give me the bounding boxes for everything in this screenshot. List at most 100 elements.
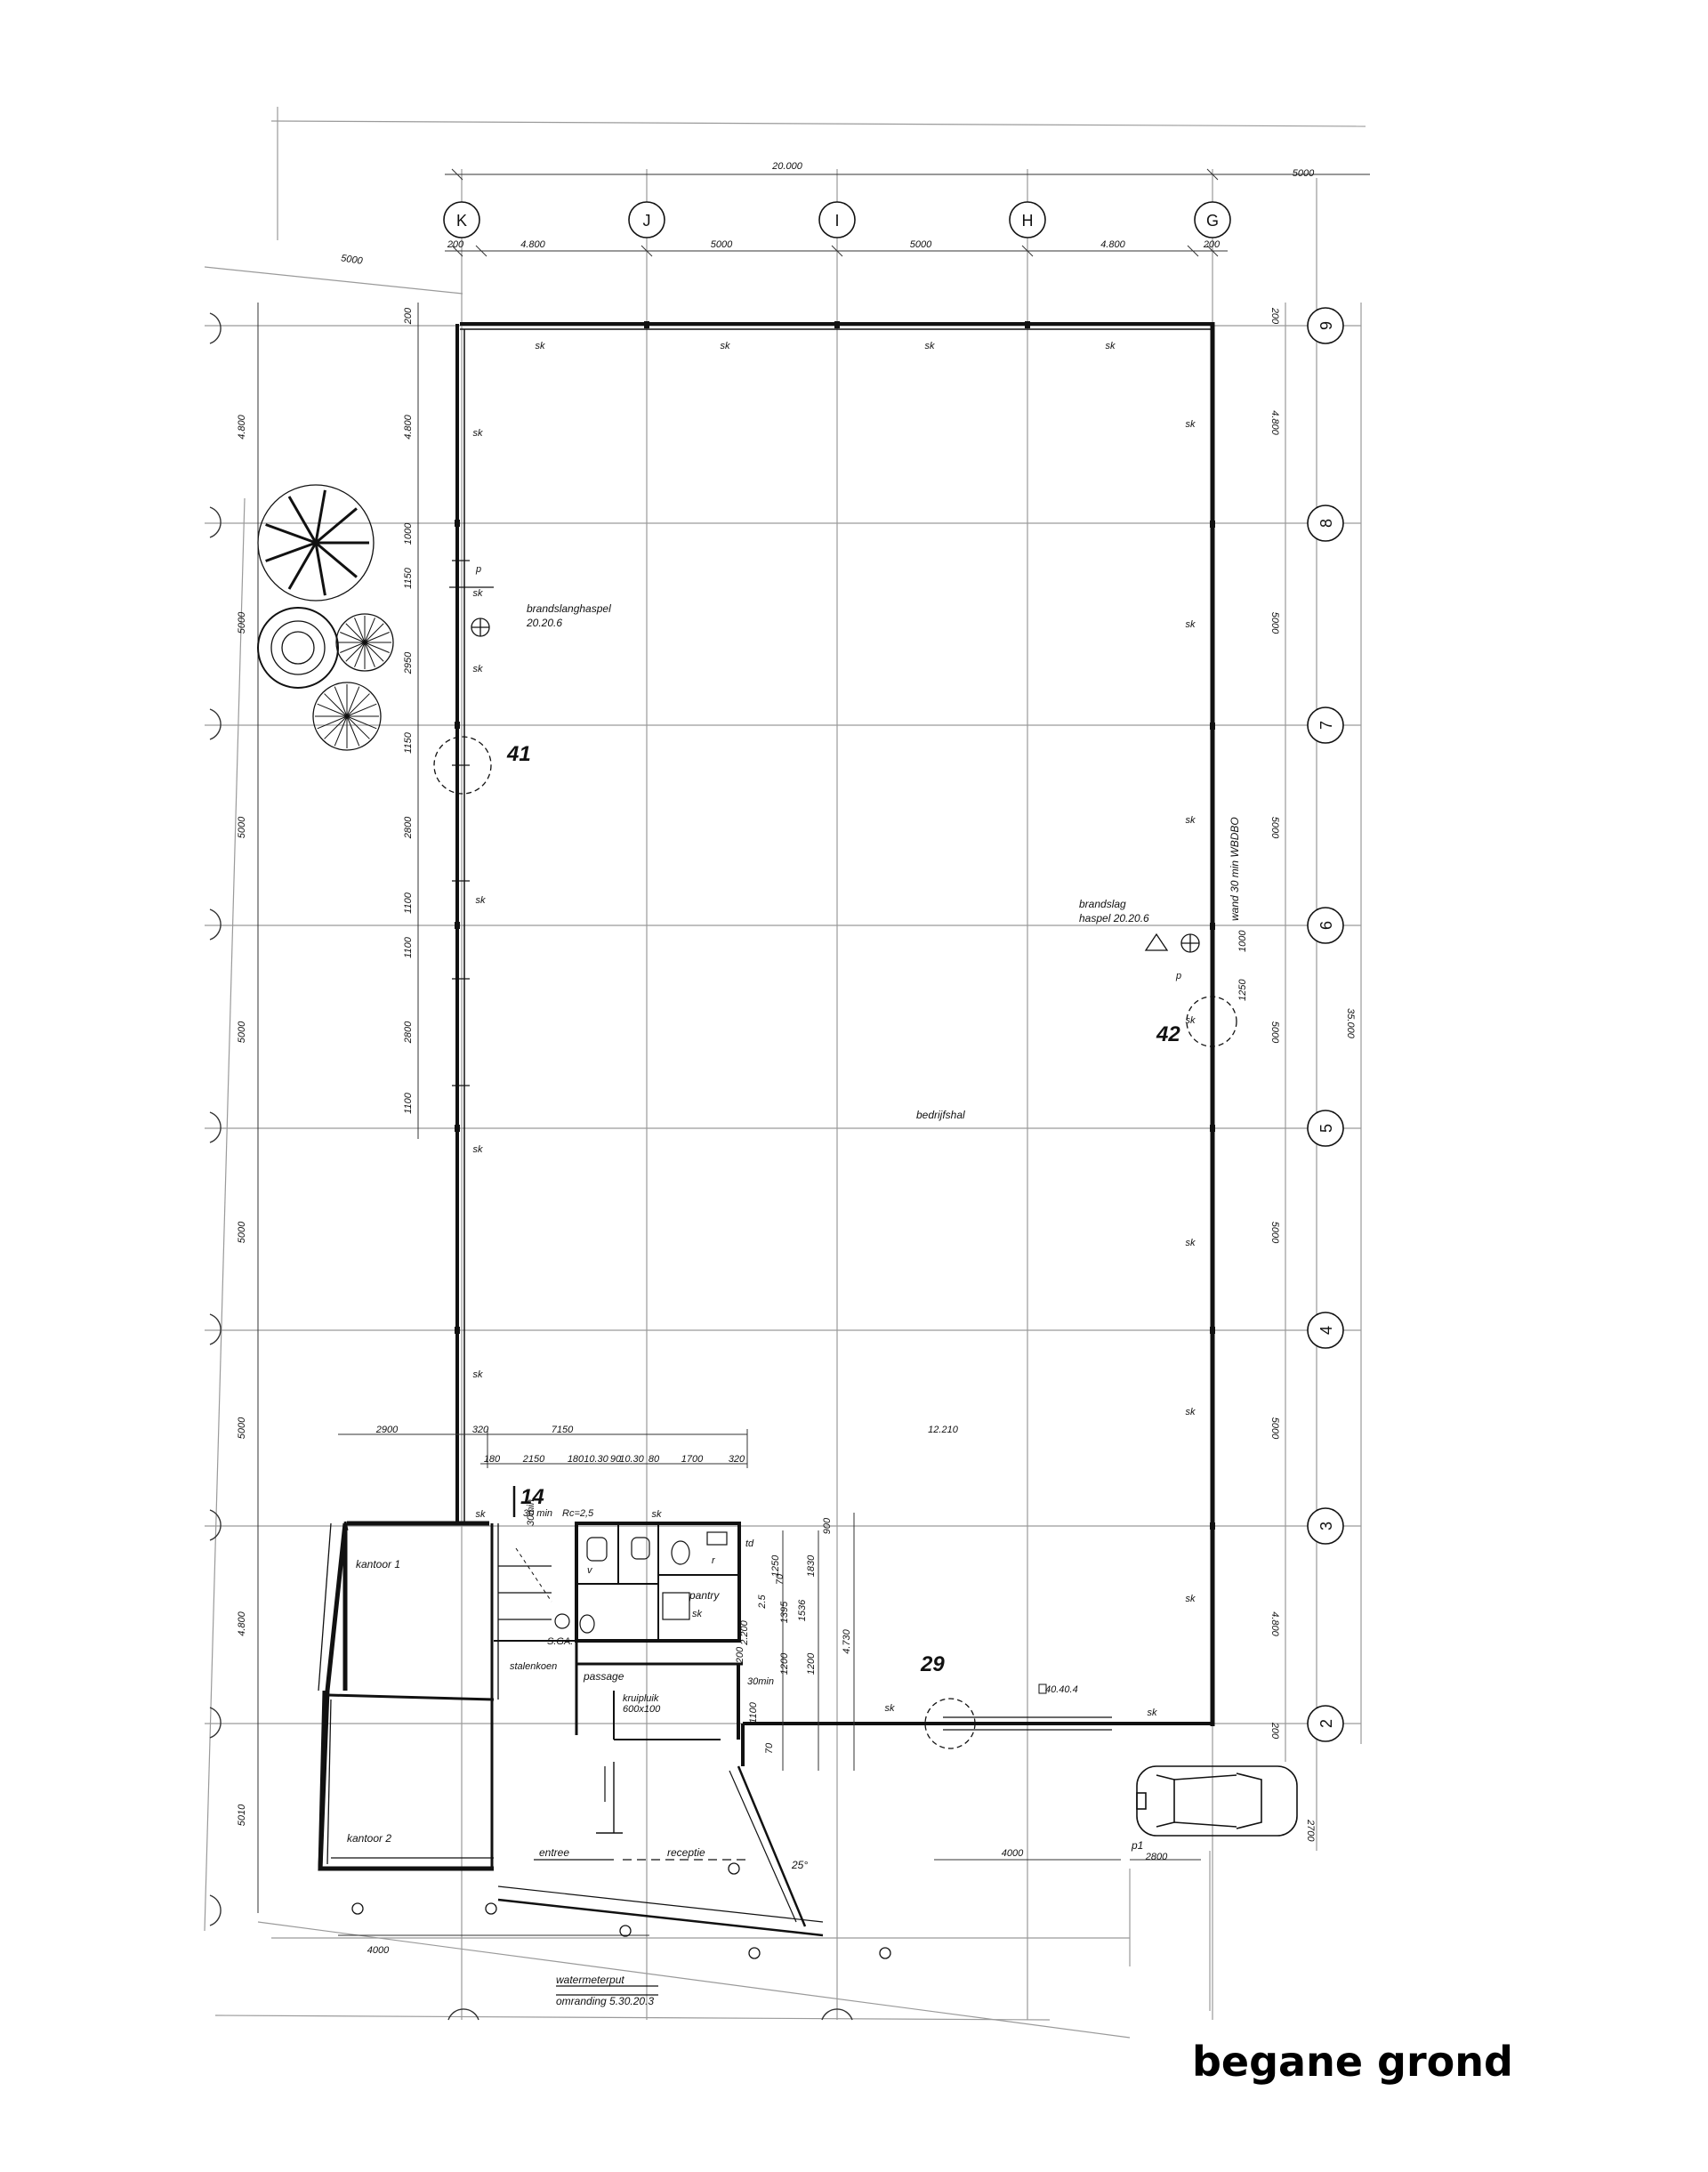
dim-side-right: 5000	[1293, 168, 1315, 179]
left-dim-0: 200	[403, 307, 414, 325]
top-dimension-line	[445, 168, 1370, 257]
small-dim-1: 1830	[806, 1554, 817, 1577]
office-detail-dim-4: 90	[610, 1454, 622, 1465]
axis-label-row-3: 3	[1317, 1522, 1335, 1530]
label-sga: S.GA.	[547, 1636, 573, 1647]
sk-label-10: sk	[1186, 419, 1196, 430]
axis-label-col-K: K	[456, 212, 467, 230]
label-td: td	[745, 1538, 754, 1549]
label-v: v	[587, 1565, 593, 1576]
drawing-caption: begane grond	[1192, 2038, 1513, 2086]
axis-label-col-J: J	[643, 212, 651, 230]
stair-dim-2: 200	[735, 1646, 745, 1664]
sk-label-0: sk	[536, 341, 546, 351]
p-mark-right: p	[1175, 971, 1181, 981]
top-segment-0: 200	[447, 239, 464, 250]
dim-2700: 2700	[1305, 1819, 1316, 1842]
right-dim-1: 4.800	[1269, 410, 1280, 435]
left-outer-dim-5: 5000	[237, 1417, 247, 1439]
top-segment-4: 4.800	[1100, 239, 1125, 250]
label-hose-left-code: 20.20.6	[526, 617, 562, 629]
top-segment-5: 200	[1203, 239, 1221, 250]
bottom-column-markers	[447, 2008, 853, 2021]
left-dim-1: 4.800	[403, 414, 414, 439]
sanitary-fixtures	[554, 1531, 728, 1634]
mark-41: 41	[506, 742, 531, 766]
sk-label-9: sk	[473, 1369, 484, 1380]
tree-spokes	[315, 616, 391, 748]
left-dim-10: 1100	[403, 1092, 414, 1114]
right-dim-5: 5000	[1269, 1222, 1280, 1244]
right-dim-3: 5000	[1269, 817, 1280, 839]
right-dim-2: 5000	[1269, 612, 1280, 634]
bottom-dim-1: 4000	[1002, 1848, 1024, 1859]
label-stalenkoen: stalenkoen	[510, 1661, 557, 1672]
axis-label-row-2: 2	[1317, 1719, 1335, 1728]
mark-14: 14	[520, 1485, 544, 1509]
office-detail-dim-1: 2150	[522, 1454, 545, 1465]
sk-label-13: sk	[1186, 1015, 1196, 1026]
column-markers	[455, 321, 1215, 1530]
label-angle: 25°	[791, 1859, 808, 1871]
label-rc: Rc=2,5	[562, 1508, 594, 1519]
label-omranding: omranding 5.30.20.3	[556, 1995, 654, 2007]
sk-label-6: sk	[473, 664, 484, 674]
small-dim-7: 900	[822, 1517, 833, 1534]
door-swing-29	[924, 1698, 976, 1749]
office-dim-1: 320	[472, 1425, 489, 1435]
small-dim-0: 1250	[770, 1554, 781, 1577]
dim-left-offset: 5000	[340, 253, 364, 266]
axis-label-row-5: 5	[1317, 1124, 1335, 1133]
left-dim-5: 1150	[403, 731, 414, 754]
label-hose-right-code: haspel 20.20.6	[1079, 912, 1149, 925]
p-mark-left: p	[475, 564, 481, 575]
axis-bubble-row-4: 4	[1307, 1312, 1344, 1349]
small-dim-3: 4.730	[842, 1628, 852, 1653]
axis-bubble-col-H: H	[1009, 201, 1046, 238]
left-outer-dim-7: 5010	[237, 1804, 247, 1826]
axis-label-col-H: H	[1022, 212, 1034, 230]
sk-label-1: sk	[721, 341, 731, 351]
window-marks-left	[452, 560, 470, 1086]
small-dim-4: 1395	[779, 1601, 790, 1623]
office-dim-0: 2900	[375, 1425, 399, 1435]
right-dim-0: 200	[1269, 307, 1280, 325]
stair-dim-3: 30min	[526, 1499, 536, 1526]
axis-bubble-col-K: K	[443, 201, 480, 238]
axis-bubble-row-8: 8	[1307, 505, 1344, 542]
left-outer-dim-6: 4.800	[237, 1611, 247, 1635]
mark-42: 42	[1156, 1022, 1180, 1046]
left-dim-3: 1150	[403, 567, 414, 589]
left-row-markers	[209, 312, 222, 1926]
axis-label-row-9: 9	[1317, 321, 1335, 330]
dim-total-width: 20.000	[771, 161, 803, 172]
axis-bubble-row-6: 6	[1307, 907, 1344, 944]
hose-reel-left-symbol	[449, 586, 494, 637]
left-dim-8: 1100	[403, 936, 414, 958]
car-symbol	[1136, 1765, 1298, 1837]
label-door-code: 40.40.4	[1045, 1684, 1078, 1695]
left-dim-6: 2800	[403, 816, 414, 839]
office-dim-3: 12.210	[928, 1425, 959, 1435]
sk-label-3: sk	[1106, 341, 1116, 351]
right-dim-8: 200	[1269, 1722, 1280, 1740]
axis-bubble-row-3: 3	[1307, 1507, 1344, 1545]
small-dim-2: 1536	[797, 1599, 808, 1621]
sk-label-20: sk	[1148, 1708, 1158, 1718]
axis-label-col-G: G	[1206, 212, 1219, 230]
axis-bubble-row-9: 9	[1307, 307, 1344, 344]
sk-label-2: sk	[925, 341, 936, 351]
axis-label-row-8: 8	[1317, 519, 1335, 528]
office-detail-dim-8: 320	[729, 1454, 745, 1465]
axis-bubble-col-J: J	[628, 201, 665, 238]
office-detail-dim-2: 180	[568, 1454, 584, 1465]
office-dimension-lines	[338, 1429, 1201, 1936]
axis-bubble-row-5: 5	[1307, 1110, 1344, 1147]
label-kantoor2: kantoor 2	[347, 1832, 391, 1845]
label-watermeterput: watermeterput	[556, 1974, 624, 1986]
label-kantoor1: kantoor 1	[356, 1558, 400, 1570]
left-outer-dim-0: 4.800	[237, 414, 247, 439]
